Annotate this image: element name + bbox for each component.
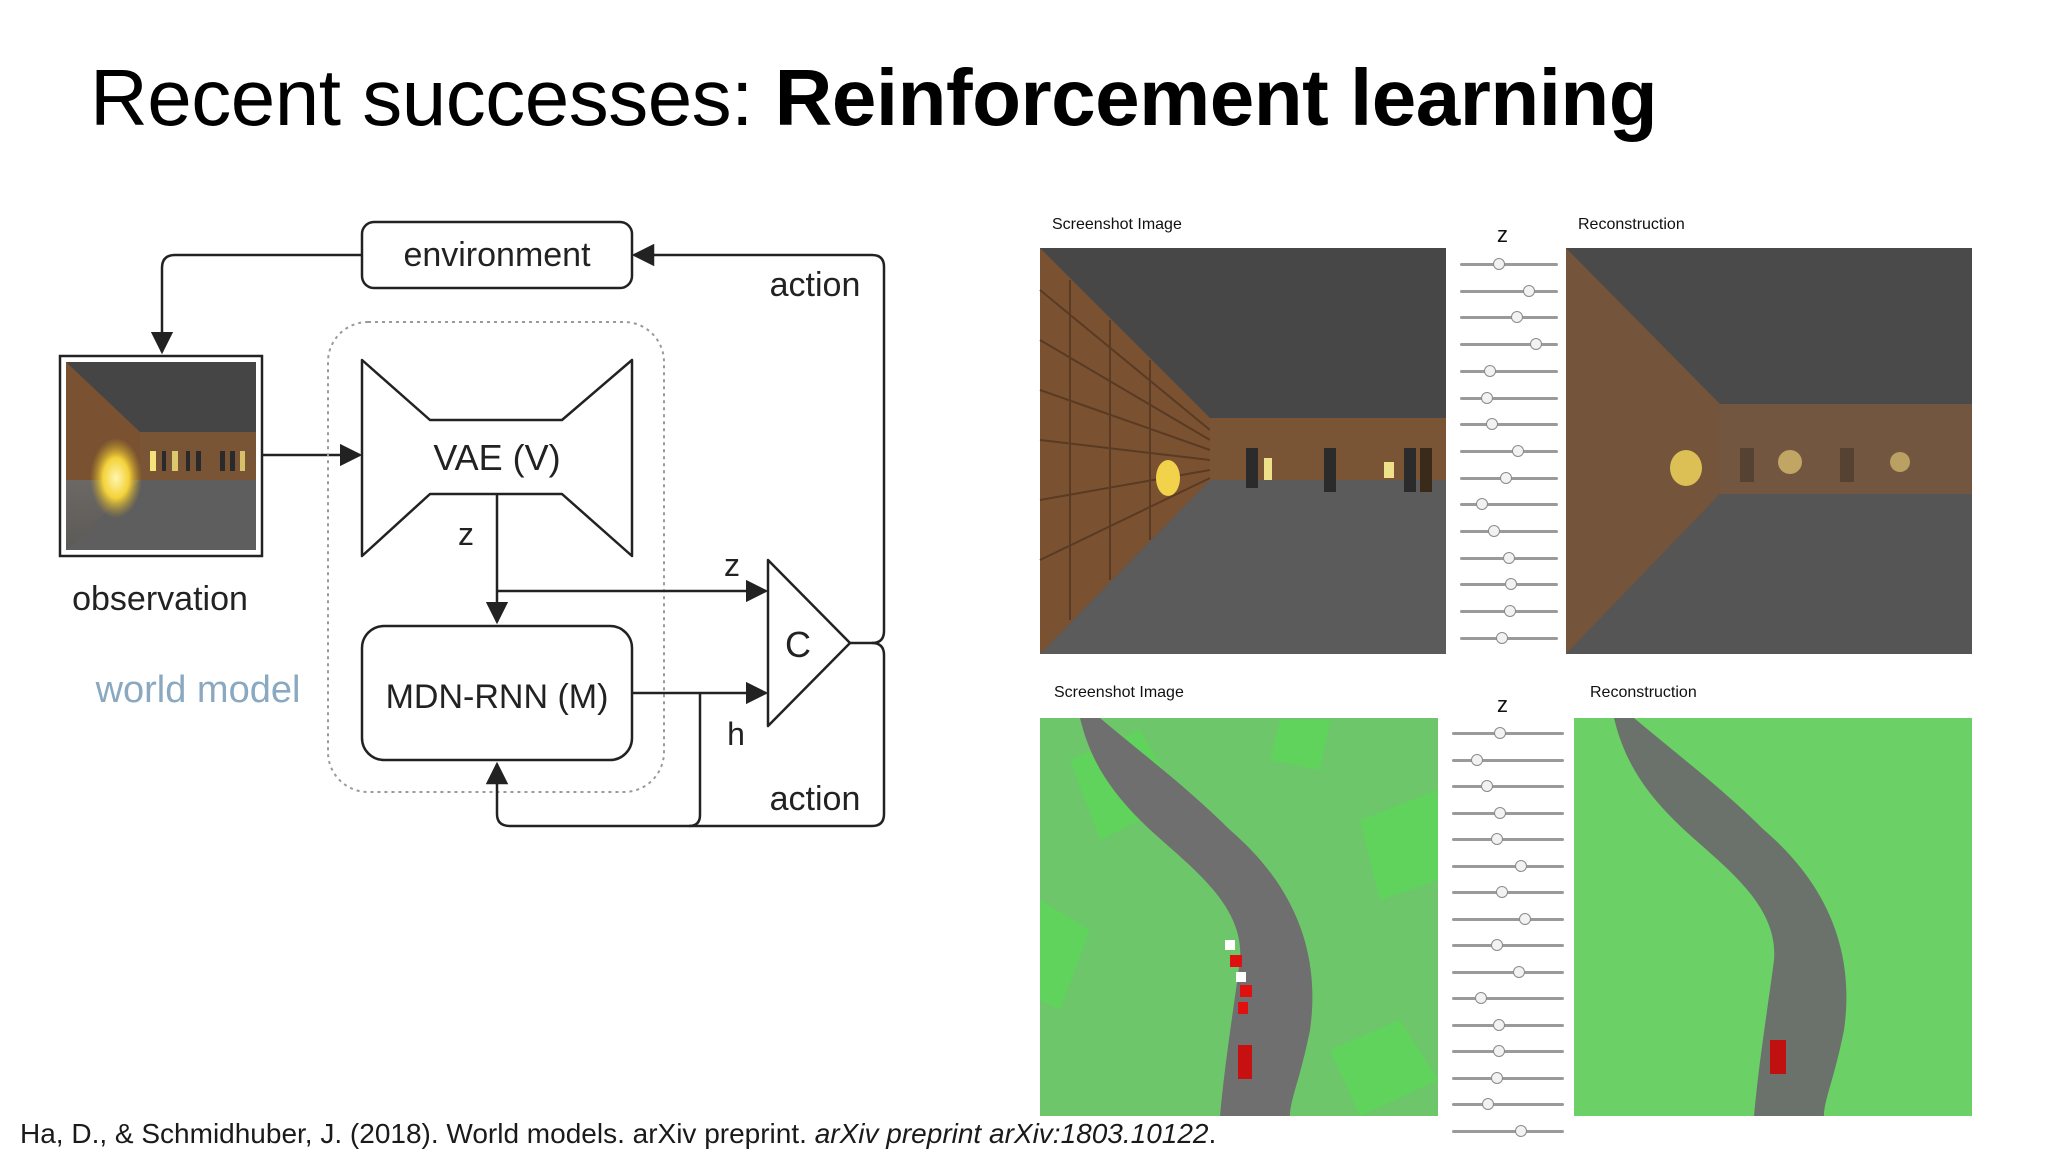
doom-slider-track[interactable] — [1460, 449, 1558, 453]
action-to-mdn-arrow — [485, 641, 886, 828]
controller-label: C — [785, 624, 811, 665]
doom-slider-thumb[interactable] — [1493, 258, 1506, 270]
doom-z-label: z — [1497, 222, 1508, 247]
citation-italic: arXiv preprint arXiv:1803.10122 — [814, 1118, 1209, 1149]
world-model-label: world model — [95, 669, 301, 711]
doom-slider-thumb[interactable] — [1475, 498, 1488, 511]
doom-slider-thumb[interactable] — [1504, 578, 1517, 591]
doom-slider-track[interactable] — [1460, 503, 1558, 507]
car-slider-track[interactable] — [1452, 811, 1564, 815]
doom-slider-thumb[interactable] — [1503, 605, 1516, 618]
vae-shape — [360, 358, 634, 558]
citation-end: . — [1208, 1118, 1217, 1149]
observation-image — [58, 354, 264, 558]
action-to-environment-arrow — [631, 243, 886, 645]
doom-slider-track[interactable] — [1460, 263, 1558, 266]
car-slider-track[interactable] — [1452, 970, 1564, 974]
doom-slider-thumb[interactable] — [1500, 471, 1513, 484]
car-slider-thumb[interactable] — [1515, 859, 1528, 872]
car-slider-thumb[interactable] — [1470, 753, 1483, 766]
car-slider-track[interactable] — [1452, 1076, 1564, 1080]
doom-slider-track[interactable] — [1460, 289, 1558, 293]
action-bottom-label: action — [770, 780, 861, 818]
mdn-rnn-label: MDN-RNN (M) — [386, 678, 609, 716]
doom-reconstruction-label: Reconstruction — [1578, 216, 1685, 233]
car-slider-thumb[interactable] — [1475, 992, 1488, 1004]
car-slider-thumb[interactable] — [1490, 833, 1503, 845]
world-model-region — [327, 321, 665, 793]
doom-slider-thumb[interactable] — [1484, 364, 1497, 377]
car-slider-thumb[interactable] — [1494, 727, 1507, 739]
car-slider-track[interactable] — [1452, 997, 1564, 1000]
car-slider-track[interactable] — [1452, 758, 1564, 762]
doom-slider-thumb[interactable] — [1496, 631, 1509, 644]
car-slider-track[interactable] — [1452, 838, 1564, 841]
car-slider-track[interactable] — [1452, 917, 1564, 921]
h-feedback-line — [688, 693, 702, 828]
car-screenshot-image — [1040, 718, 1438, 1116]
car-slider-thumb[interactable] — [1493, 1018, 1506, 1031]
car-slider-thumb[interactable] — [1493, 1045, 1506, 1057]
car-slider-thumb[interactable] — [1490, 1071, 1503, 1084]
car-slider-track[interactable] — [1452, 732, 1564, 735]
car-slider-thumb[interactable] — [1515, 1124, 1528, 1137]
car-slider-thumb[interactable] — [1496, 886, 1509, 898]
doom-slider-track[interactable] — [1460, 423, 1558, 427]
doom-screenshot-label: Screenshot Image — [1052, 216, 1182, 233]
z-label-c: z — [724, 547, 740, 583]
car-slider-track[interactable] — [1452, 1103, 1564, 1106]
doom-slider-track[interactable] — [1460, 343, 1558, 347]
doom-slider-thumb[interactable] — [1488, 525, 1501, 537]
car-slider-thumb[interactable] — [1481, 1098, 1494, 1110]
car-slider-thumb[interactable] — [1490, 939, 1503, 951]
doom-slider-track[interactable] — [1460, 316, 1558, 320]
doom-slider-thumb[interactable] — [1522, 284, 1535, 297]
citation: Ha, D., & Schmidhuber, J. (2018). World … — [20, 1118, 1216, 1150]
doom-slider-track[interactable] — [1460, 530, 1558, 533]
car-slider-track[interactable] — [1452, 1023, 1564, 1027]
doom-reconstruction-image — [1566, 248, 1972, 654]
environment-label: environment — [403, 236, 591, 274]
car-slider-track[interactable] — [1452, 864, 1564, 868]
citation-regular: Ha, D., & Schmidhuber, J. (2018). World … — [20, 1118, 815, 1149]
doom-slider-thumb[interactable] — [1503, 551, 1515, 564]
car-screenshot-label: Screenshot Image — [1054, 684, 1184, 701]
doom-slider-track[interactable] — [1460, 396, 1558, 400]
doom-slider-thumb[interactable] — [1510, 311, 1523, 324]
doom-screenshot-image — [1039, 248, 1446, 654]
h-label: h — [727, 716, 745, 752]
car-slider-track[interactable] — [1452, 785, 1564, 788]
car-reconstruction-image — [1574, 718, 1972, 1116]
car-slider-track[interactable] — [1452, 1050, 1564, 1053]
car-reconstruction-label: Reconstruction — [1590, 684, 1697, 701]
car-z-label: z — [1497, 692, 1508, 717]
title-regular: Recent successes: — [90, 53, 775, 142]
slide-title: Recent successes: Reinforcement learning — [90, 50, 1658, 146]
car-slider-thumb[interactable] — [1494, 806, 1507, 819]
doom-slider-thumb[interactable] — [1530, 338, 1543, 351]
env-to-observation-arrow — [150, 253, 362, 355]
controller-shape — [766, 558, 852, 728]
doom-slider-track[interactable] — [1460, 369, 1558, 373]
car-slider-track[interactable] — [1452, 1129, 1564, 1133]
doom-slider-thumb[interactable] — [1486, 418, 1499, 431]
doom-slider-thumb[interactable] — [1511, 444, 1524, 457]
observation-label: observation — [72, 580, 248, 618]
car-slider-thumb[interactable] — [1518, 912, 1531, 925]
doom-slider-thumb[interactable] — [1481, 391, 1494, 404]
doom-slider-track[interactable] — [1460, 636, 1558, 640]
action-top-label: action — [770, 266, 861, 304]
title-bold: Reinforcement learning — [774, 53, 1658, 142]
z-label-vae: z — [458, 516, 474, 552]
car-slider-thumb[interactable] — [1480, 780, 1493, 792]
car-slider-track[interactable] — [1452, 891, 1564, 894]
car-slider-track[interactable] — [1452, 944, 1564, 947]
vae-label: VAE (V) — [433, 437, 560, 478]
car-slider-thumb[interactable] — [1513, 965, 1526, 978]
